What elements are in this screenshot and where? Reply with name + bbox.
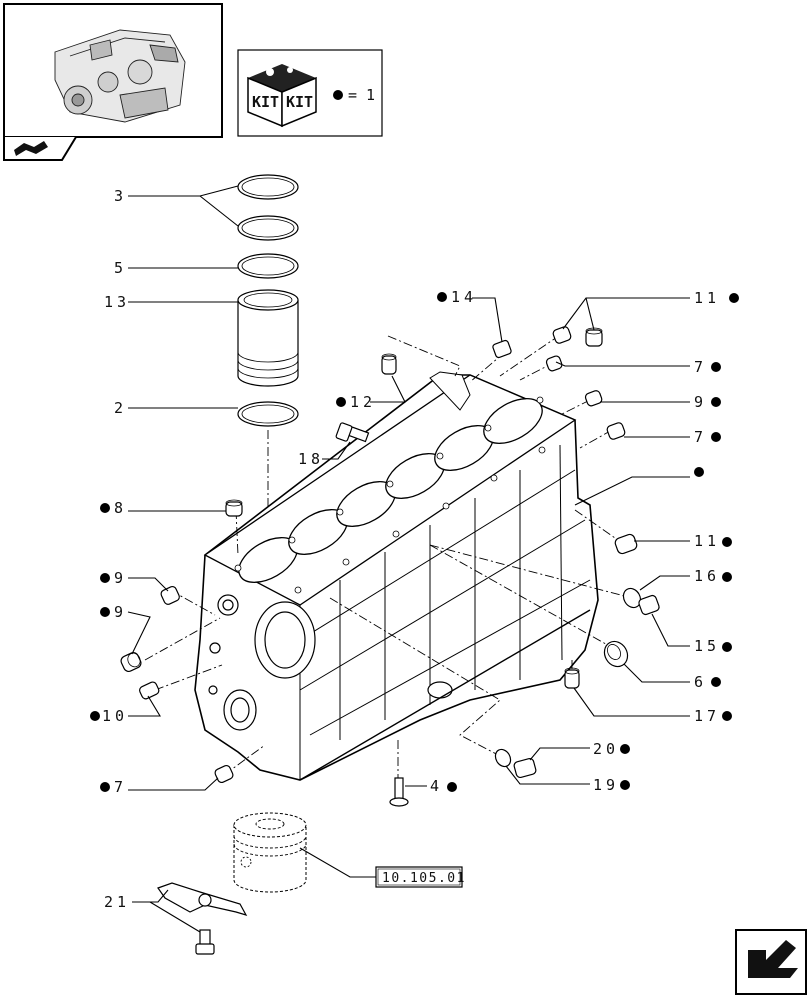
kit-dot-icon	[333, 90, 343, 100]
callout-7c: 7	[694, 428, 703, 446]
kit-box-icon: KIT KIT	[247, 64, 317, 128]
bolt-18[interactable]	[335, 422, 370, 443]
plug-7a[interactable]	[214, 764, 234, 784]
callout-12: 12	[350, 393, 376, 411]
callout-7a: 7	[114, 778, 123, 796]
callout-11b: 11	[694, 532, 720, 550]
bolt-14[interactable]	[492, 339, 512, 359]
next-page-button[interactable]	[735, 929, 807, 995]
reference-link-10-105-01[interactable]: 10.105.01	[375, 866, 466, 888]
callout-17: 17	[694, 707, 720, 725]
callout-16: 16	[694, 567, 720, 585]
callout-3: 3	[114, 187, 123, 205]
engine-thumbnail-image	[54, 29, 186, 123]
callout-19: 19	[593, 776, 619, 794]
callout-11a: 11	[694, 289, 720, 307]
seal-ring-5[interactable]	[237, 253, 299, 279]
callout-2: 2	[114, 399, 123, 417]
seal-ring-3a[interactable]	[237, 174, 299, 200]
piston-outline[interactable]	[233, 812, 307, 893]
dowel-17[interactable]	[564, 667, 580, 689]
plug-11b[interactable]	[585, 327, 603, 347]
callout-20: 20	[593, 740, 619, 758]
callout-9a: 9	[114, 569, 123, 587]
cylinder-bores	[238, 398, 543, 583]
plug-9c[interactable]	[584, 390, 603, 407]
plug-11a[interactable]	[552, 326, 572, 345]
seal-ring-2[interactable]	[237, 401, 299, 427]
dowel-12[interactable]	[381, 353, 397, 375]
callout-21: 21	[104, 893, 130, 911]
kit-dots	[90, 292, 739, 792]
nav-tab[interactable]	[3, 136, 77, 161]
engine-block[interactable]	[194, 371, 599, 781]
callout-7b: 7	[694, 358, 703, 376]
book-icon	[14, 141, 48, 156]
arrow-icon	[748, 940, 798, 978]
kit-equals-text: = 1	[348, 86, 375, 104]
callout-4: 4	[430, 777, 439, 795]
callout-5: 5	[114, 259, 123, 277]
callout-9c: 9	[694, 393, 703, 411]
kit-label-left: KIT	[252, 93, 279, 111]
plug-7c[interactable]	[606, 422, 626, 441]
callout-8: 8	[114, 499, 123, 517]
callout-18: 18	[298, 450, 324, 468]
seal-ring-19[interactable]	[492, 747, 513, 770]
bolt-4[interactable]	[389, 777, 409, 807]
rear-bore	[208, 594, 453, 731]
callout-10: 10	[102, 707, 128, 725]
plug-9b[interactable]	[119, 651, 142, 673]
plug-6[interactable]	[600, 637, 632, 671]
callout-6: 6	[694, 673, 703, 691]
kit-label-right: KIT	[286, 93, 313, 111]
callout-9b: 9	[114, 603, 123, 621]
cylinder-liner-13[interactable]	[237, 289, 299, 387]
kit-legend: KIT KIT = 1	[237, 49, 383, 137]
bolt-21[interactable]	[195, 929, 215, 955]
plug-11c[interactable]	[614, 533, 638, 555]
reference-text: 10.105.01	[382, 871, 466, 886]
deck-holes	[234, 396, 546, 594]
plug-15[interactable]	[638, 594, 660, 616]
seal-ring-3b[interactable]	[237, 215, 299, 241]
plug-8[interactable]	[225, 499, 243, 517]
seal-ring-16[interactable]	[620, 585, 644, 610]
oil-jet-21[interactable]	[157, 882, 248, 916]
leader-lines	[127, 185, 690, 933]
engine-thumbnail[interactable]	[3, 3, 223, 138]
callout-13: 13	[104, 293, 130, 311]
callout-labels: 3 5 13 2 8 9 9 10 7 14 12 18 11 7 9 7 11…	[102, 187, 720, 911]
callout-15: 15	[694, 637, 720, 655]
block-ribs	[299, 444, 591, 780]
plug-9a[interactable]	[160, 585, 181, 605]
dowel-10[interactable]	[138, 681, 160, 700]
callout-14: 14	[451, 288, 477, 306]
plug-7b[interactable]	[545, 355, 563, 372]
plug-20[interactable]	[513, 757, 537, 779]
